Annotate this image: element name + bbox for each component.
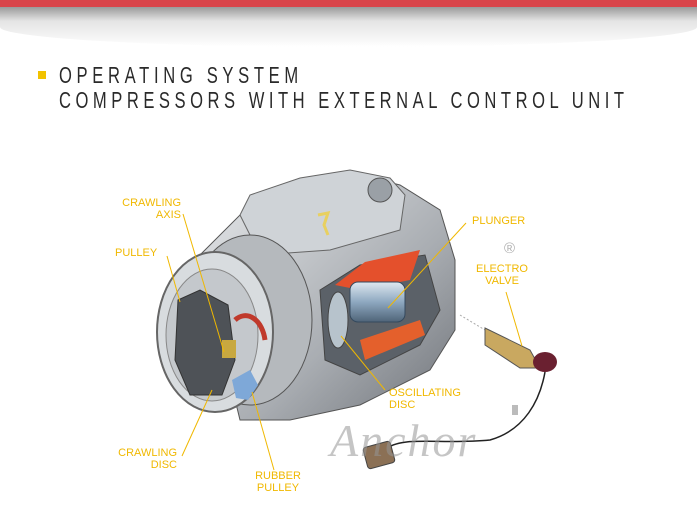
- label-line: VALVE: [485, 275, 519, 287]
- label-pulley: PULLEY: [115, 247, 158, 259]
- valve-cap: [533, 352, 557, 372]
- port-fitting: [367, 177, 393, 203]
- header-shadow: [0, 7, 697, 47]
- crawling-axis: [222, 340, 236, 358]
- label-line: ELECTRO: [476, 263, 528, 275]
- oscillating-disc: [327, 291, 349, 349]
- label-plunger: PLUNGER: [472, 215, 526, 227]
- leader-lines: [166, 213, 523, 471]
- label-line: CRAWLING: [118, 447, 177, 459]
- rubber-pulley: [232, 370, 258, 400]
- label-line: CRAWLING: [122, 197, 181, 209]
- clutch-coil: [233, 313, 268, 341]
- cutaway-red-bottom: [360, 320, 425, 360]
- title-bullet: [38, 71, 46, 79]
- electro-valve: [362, 327, 557, 470]
- label-line: PULLEY: [256, 482, 300, 494]
- label-line: RUBBER: [255, 470, 301, 482]
- connector-plug: [362, 440, 396, 470]
- label-line: OSCILLATING: [389, 387, 461, 399]
- valve-guide-line: [459, 314, 486, 331]
- valve-body: [484, 327, 541, 369]
- top-housing: [239, 169, 406, 256]
- header-accent-bar: [0, 0, 697, 7]
- cable-tab: [512, 405, 518, 415]
- slide-subtitle: COMPRESSORS WITH EXTERNAL CONTROL UNIT: [59, 87, 629, 113]
- label-line: DISC: [150, 459, 177, 471]
- slide-title: OPERATING SYSTEM: [59, 62, 303, 88]
- bracket: [317, 211, 331, 236]
- watermark-logo: Anchor: [330, 415, 478, 466]
- crawling-disc: [174, 289, 236, 396]
- label-line: AXIS: [155, 209, 181, 221]
- label-line: DISC: [389, 399, 416, 411]
- cutaway-red-top: [335, 250, 420, 290]
- plunger-cylinder: [349, 281, 406, 323]
- registered-mark: ®: [504, 240, 516, 257]
- valve-cable: [384, 371, 546, 451]
